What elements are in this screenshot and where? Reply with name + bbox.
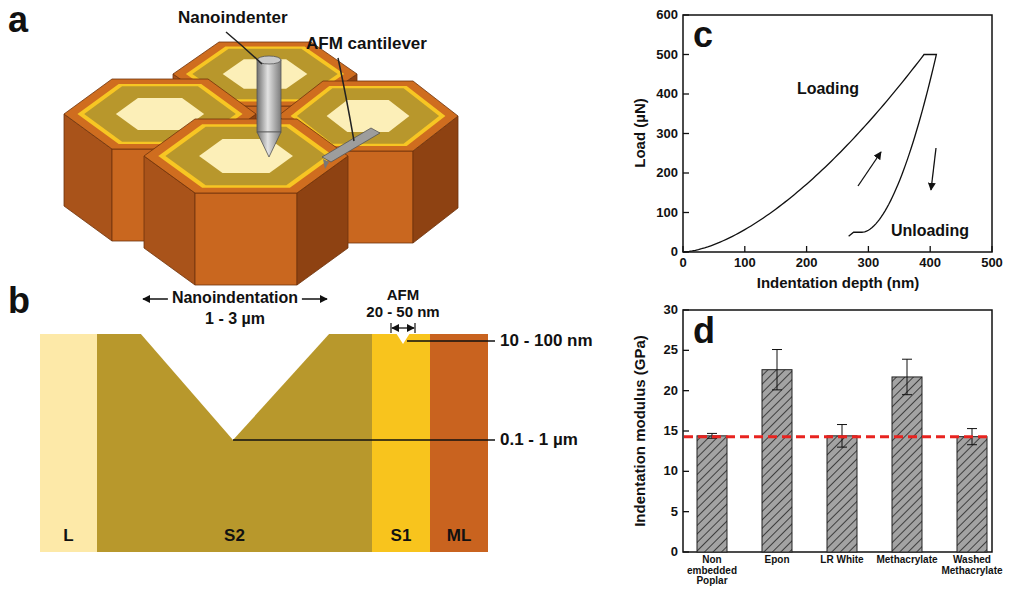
axis-title: Indentation modulus (GPa) [631,335,648,527]
category-label: Non embedded Poplar [676,555,748,587]
tick-label: 500 [656,47,678,62]
dimension-label: 1 - 3 µm [205,310,265,328]
cell-wall-layer: ML [430,334,488,552]
panel-letter: c [693,17,713,53]
reference-line [684,435,991,438]
callout-label: Nanoindenter [178,8,288,28]
tick-label: 30 [664,303,678,318]
tick-label: 300 [656,126,678,141]
bar [697,436,727,552]
axis-title: Load (µN) [631,98,648,167]
bar [892,377,922,552]
wood-cells [64,42,458,285]
tick-label: 0 [671,245,678,260]
panel-letter: b [8,283,30,319]
tick-label: 100 [656,205,678,220]
leader-line [338,58,354,141]
dimension-label: 10 - 100 nm [500,331,593,351]
axis-title: Indentation depth (nm) [757,274,919,291]
cell-wall-layer: S1 [372,334,430,552]
layer-fill [430,334,488,552]
nanoindenter-probe [257,56,281,157]
cell-wall-layer: L [40,334,97,552]
tick-label: 400 [919,256,941,271]
tick-label: 5 [671,504,678,519]
curve-label: Loading [797,80,859,98]
layer-fill [372,334,430,552]
dimension-label: AFM [387,286,420,303]
bar [957,437,987,552]
curve-label: Unloading [891,222,969,240]
afm-cantilever [322,128,380,169]
tick-label: 500 [981,256,1003,271]
modulus-bar-chart [683,310,992,552]
load-depth-chart [683,15,992,252]
dimension-label: 20 - 50 nm [366,303,439,320]
cell-wall-section [40,299,495,552]
category-label: Washed Methacrylate [941,555,1002,576]
category-label: Methacrylate [876,555,937,566]
panel-letter: a [8,2,28,38]
tick-label: 400 [656,87,678,102]
afm-imprint [396,333,410,344]
dimension-arrow [392,327,414,328]
tick-label: 0 [671,545,678,560]
panel-letter: d [693,313,715,349]
tick-label: 0 [679,256,686,271]
indent-imprint [140,333,330,440]
dimension-label: Nanoindentation [168,289,302,307]
dimension-label: 0.1 - 1 µm [500,430,578,450]
tick-label: 100 [734,256,756,271]
bar [762,370,792,552]
layer-label: S1 [391,526,412,552]
tick-label: 10 [664,464,678,479]
layer-fill [97,334,372,552]
tick-label: 200 [796,256,818,271]
tick-label: 600 [656,8,678,23]
layer-fill [40,334,97,552]
layer-label: S2 [224,526,245,552]
callout-label: AFM cantilever [306,34,427,54]
tick-label: 20 [664,383,678,398]
layer-label: L [63,526,73,552]
category-label: LR White [820,555,863,566]
layer-label: ML [447,526,472,552]
tick-label: 200 [656,166,678,181]
bar [827,436,857,552]
tick-label: 15 [664,424,678,439]
cell-prism [144,119,348,285]
tick-label: 300 [858,256,880,271]
tick-label: 25 [664,343,678,358]
category-label: Epon [765,555,790,566]
cell-wall-layer: S2 [97,334,372,552]
leader-line [226,32,262,64]
